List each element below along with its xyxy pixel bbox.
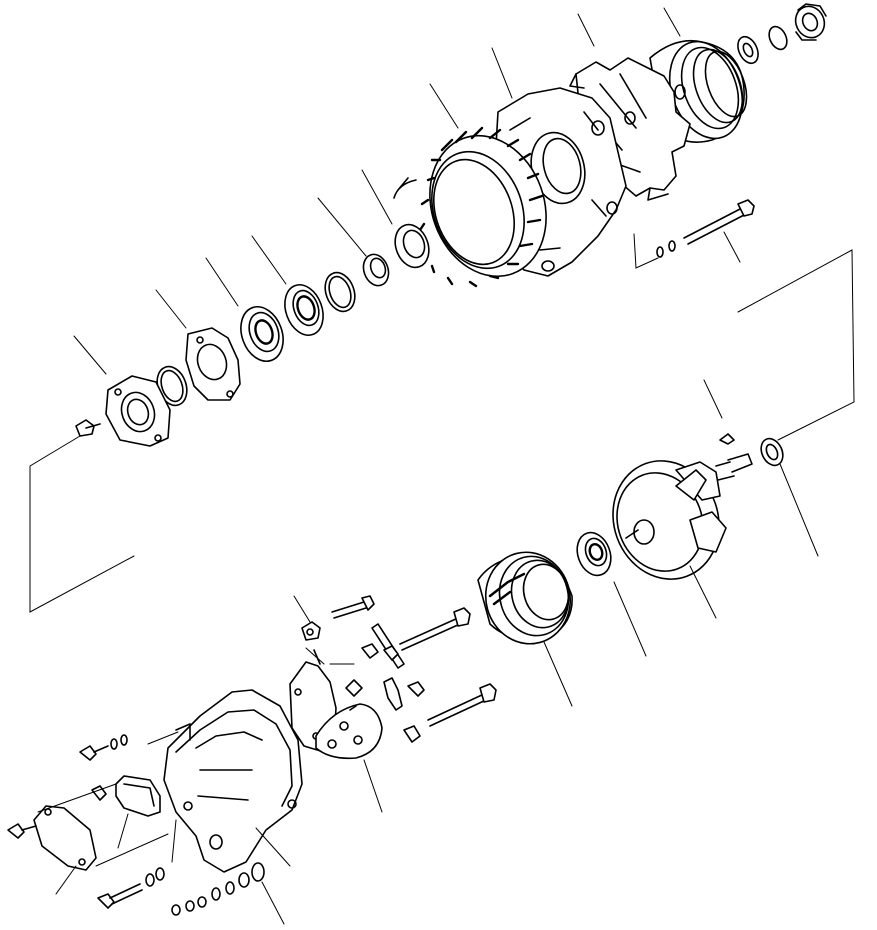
bearing-front <box>284 284 324 336</box>
cover-plate <box>33 805 97 871</box>
fan <box>569 57 691 201</box>
bolt-bottom <box>97 867 165 909</box>
clip-bracket <box>361 623 405 669</box>
bolt-regulator <box>301 595 375 641</box>
washer-rotor <box>760 437 784 467</box>
washer-stack <box>171 862 265 916</box>
stator <box>393 126 547 288</box>
terminal-parts <box>383 677 425 743</box>
leader-lines <box>55 7 819 925</box>
bearing-rear <box>576 531 612 577</box>
through-bolt-top <box>656 199 755 258</box>
nut <box>794 3 827 41</box>
gasket-plate <box>185 327 241 401</box>
through-bolt-middle <box>399 607 471 651</box>
bearing-cover <box>105 375 171 447</box>
spacer <box>362 253 390 287</box>
rotor <box>612 453 753 580</box>
bearing-inner <box>240 306 284 362</box>
regulator <box>115 775 161 817</box>
seal <box>394 223 430 269</box>
key <box>719 433 735 445</box>
bolt-rear <box>427 683 497 727</box>
washer <box>737 35 759 65</box>
rear-housing <box>163 689 303 873</box>
assembly-connection-lines <box>29 233 855 867</box>
rectifier <box>315 679 383 760</box>
screws-regulator <box>7 734 128 839</box>
screw-cover <box>75 419 101 437</box>
lock-washer <box>768 25 788 51</box>
rotor-coil <box>477 551 573 645</box>
ring <box>324 271 356 313</box>
